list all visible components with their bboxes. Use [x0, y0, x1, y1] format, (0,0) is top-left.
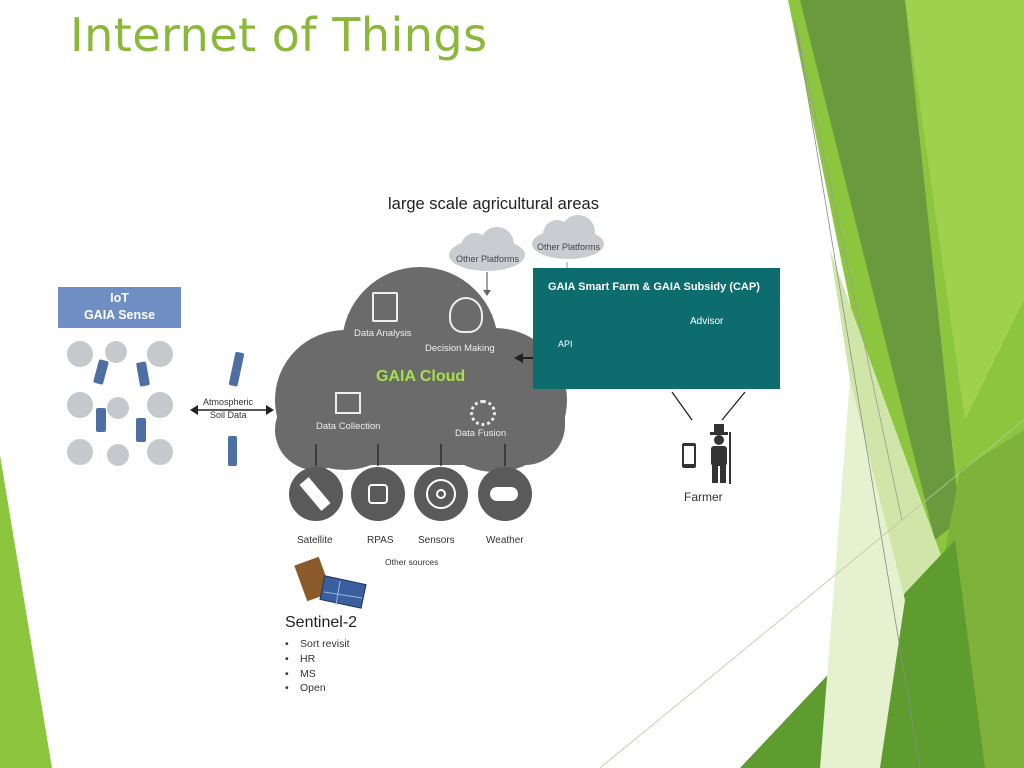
- arrowhead: [266, 405, 274, 415]
- other-platforms-cloud-2: [532, 215, 604, 259]
- other-platforms-label: Other Platforms: [456, 254, 520, 264]
- source-arrows: [315, 444, 506, 466]
- data-analysis-icon: [372, 292, 398, 322]
- sentinel-bullet: HR: [285, 652, 350, 667]
- arrowhead: [483, 290, 491, 296]
- other-platforms-cloud-1: [449, 227, 525, 271]
- iot-gaia-sense-box: IoT GAIA Sense: [58, 287, 181, 328]
- gaia-cloud-title: GAIA Cloud: [376, 368, 466, 385]
- source-label-sensors: Sensors: [418, 535, 455, 546]
- database-icon: [335, 392, 361, 414]
- to-farmer-arrow: [721, 391, 746, 421]
- api-label: API: [558, 339, 573, 349]
- decision-making-label: Decision Making: [425, 343, 495, 354]
- satellite-icon: [289, 467, 343, 521]
- sentinel-bullet: Sort revisit: [285, 637, 350, 652]
- sentinel-bullet: MS: [285, 667, 350, 682]
- iot-sensor-devices: [93, 351, 245, 466]
- weather-icon: [478, 467, 532, 521]
- large-scale-label: large scale agricultural areas: [388, 195, 599, 213]
- sentinel-bullet-list: Sort revisit HR MS Open: [285, 637, 350, 696]
- left-green-shape: [0, 455, 52, 768]
- data-fusion-label: Data Fusion: [455, 428, 507, 439]
- gear-icon: [470, 400, 496, 426]
- smart-farm-title: GAIA Smart Farm & GAIA Subsidy (CAP): [548, 281, 760, 293]
- divider-line: [599, 419, 1024, 768]
- arrowhead: [514, 353, 523, 363]
- sentinel-satellite-icon: [294, 556, 367, 609]
- sentinel-bullet: Open: [285, 681, 350, 696]
- data-collection-label: Data Collection: [316, 421, 381, 432]
- right-dark-facet: [800, 0, 960, 540]
- drone-icon: [351, 467, 405, 521]
- source-label-weather: Weather: [486, 535, 524, 546]
- divider-line: [794, 19, 903, 521]
- soil-data-label: Soil Data: [210, 410, 247, 420]
- advisor-label: Advisor: [690, 316, 724, 327]
- slide-title: Internet of Things: [70, 8, 488, 62]
- arrowhead: [190, 405, 198, 415]
- farmer-label: Farmer: [684, 490, 723, 504]
- iot-box-line1: IoT: [110, 291, 129, 305]
- iot-box-line2: GAIA Sense: [83, 308, 156, 322]
- other-sources-label: Other sources: [385, 557, 439, 567]
- right-faint-facet: [820, 380, 905, 768]
- farmer-icon: [710, 424, 731, 484]
- right-light-facet: [905, 0, 1024, 420]
- source-label-rpas: RPAS: [367, 535, 394, 546]
- source-label-satellite: Satellite: [297, 535, 333, 546]
- to-farmer-arrow: [671, 391, 693, 421]
- iot-field-trees: [67, 341, 173, 466]
- sentinel-title: Sentinel-2: [285, 614, 358, 631]
- sensor-wifi-icon: [414, 467, 468, 521]
- divider-line: [794, 19, 921, 768]
- other-platforms-label: Other Platforms: [537, 242, 601, 252]
- decision-head-icon: [449, 297, 483, 333]
- atmospheric-label: Atmospheric: [203, 397, 254, 407]
- data-analysis-label: Data Analysis: [354, 328, 412, 339]
- smart-farm-panel: [533, 268, 780, 389]
